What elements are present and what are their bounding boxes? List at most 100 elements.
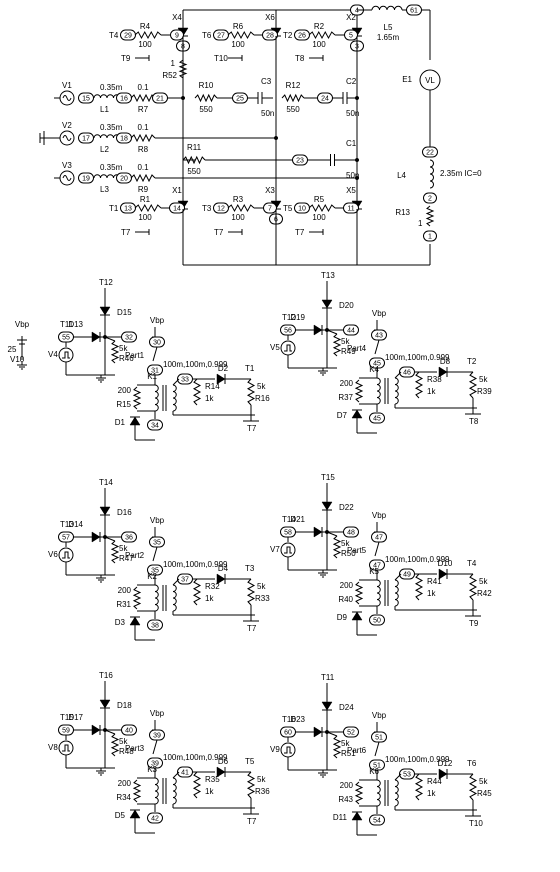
sine-icon: [62, 95, 72, 101]
gate-resistor: [227, 203, 255, 213]
diode-label: D21: [290, 515, 305, 524]
source-label: V2: [62, 121, 72, 130]
node-marker: [121, 724, 137, 736]
node-marker: [263, 202, 277, 214]
trigger-resistor: [332, 735, 342, 759]
trigger-in-label: T16: [282, 715, 296, 724]
resistor-value-label: 100: [231, 40, 245, 49]
resistor-value-label: 550: [187, 167, 201, 176]
l4-label: L4: [397, 171, 406, 180]
node-label: 49: [403, 572, 411, 579]
diode-label: D22: [339, 503, 354, 512]
resistor-name-label: R45: [477, 789, 492, 798]
node-marker: [147, 619, 163, 631]
node-label: 15: [82, 96, 90, 103]
source-label: V3: [62, 161, 72, 170]
node-label: 61: [410, 8, 418, 15]
resistor-value-label: 200: [118, 586, 132, 595]
trigger-b-label: T7: [247, 817, 257, 826]
junction-dot: [354, 175, 360, 181]
transformer-primary: [154, 777, 159, 805]
resistor-value-label: 0.1: [137, 163, 149, 172]
cap-name-label: C3: [261, 77, 272, 86]
source-resistor: [130, 173, 156, 183]
resistor-name-label: R9: [138, 185, 149, 194]
resistor-value-label: 5k: [257, 775, 266, 784]
transformer-primary: [376, 377, 381, 405]
vbp-label: Vbp: [372, 511, 387, 520]
pulse-source-icon: [280, 742, 296, 758]
diode-label: D18: [117, 701, 132, 710]
node-label: 9: [175, 33, 179, 40]
resistor-name-label: R5: [314, 195, 325, 204]
diode-label: D3: [115, 618, 126, 627]
node-marker: [343, 726, 359, 738]
node-marker: [177, 373, 193, 385]
node-label: 45: [373, 416, 381, 423]
resistor-name-label: R11: [187, 143, 202, 152]
transformer-label: K6: [369, 767, 379, 776]
gate-resistor: [134, 30, 162, 40]
transformer-secondary: [172, 384, 177, 412]
resistor-value-label: 5k: [479, 777, 488, 786]
trigger-resistor: [332, 333, 342, 357]
diode: [438, 366, 448, 378]
diode: [91, 331, 101, 343]
part-label: Part4: [347, 344, 367, 353]
inductor-name: L2: [100, 145, 109, 154]
gate-ref-label: T9: [121, 54, 131, 63]
node-label: 59: [62, 728, 70, 735]
pulse-source-label: V8: [48, 743, 58, 752]
load-resistor: [468, 371, 478, 399]
diode: [99, 306, 111, 316]
wire: [394, 573, 402, 581]
vbp-label: Vbp: [15, 320, 30, 329]
pulse-source-label: V5: [270, 343, 280, 352]
gate-resistor: [134, 203, 162, 213]
transformer-secondary: [172, 777, 177, 805]
wire: [152, 546, 158, 562]
node-label: 51: [375, 735, 383, 742]
wire: [104, 729, 116, 735]
trigger-a-label: T4: [467, 559, 477, 568]
trigger-out-label: T13: [321, 271, 335, 280]
cap-name-label: C2: [346, 77, 357, 86]
r13-label: R13: [395, 208, 410, 217]
resistor-name-label: R8: [138, 145, 149, 154]
diode-label: D9: [337, 613, 348, 622]
trigger-a-label: T5: [245, 757, 255, 766]
node-label: 33: [181, 377, 189, 384]
diode-label: D16: [117, 508, 132, 517]
resistor-name-label: R14: [205, 382, 220, 391]
secondary-resistor: [192, 771, 202, 799]
v10-label: V10: [10, 355, 25, 364]
node-label: 47: [375, 535, 383, 542]
transformer-primary: [154, 384, 159, 412]
node-label: 32: [125, 335, 133, 342]
resistor-value-label: 5k: [479, 577, 488, 586]
inductor-name: L1: [100, 105, 109, 114]
sine-icon: [62, 135, 72, 141]
pulse-source-icon: [58, 547, 74, 563]
trigger-in-label: T11: [60, 320, 74, 329]
diode-label: D15: [117, 308, 132, 317]
node-marker: [121, 531, 137, 543]
trigger-a-label: T2: [467, 357, 477, 366]
resistor-value-label: 0.1: [137, 123, 149, 132]
transformer-primary: [154, 584, 159, 612]
wire: [326, 531, 338, 537]
node-label: 31: [151, 368, 159, 375]
part-label: Part6: [347, 746, 367, 755]
resistor-value-label: 100: [312, 213, 326, 222]
node-label: 35: [153, 540, 161, 547]
resistor-name-label: R33: [255, 594, 270, 603]
diode: [438, 568, 448, 580]
node-marker: [423, 230, 437, 242]
part-label: Part5: [347, 546, 367, 555]
l4-inductor: [429, 159, 434, 189]
l4-value: 2.35m IC=0: [440, 169, 482, 178]
pulse-source-label: V6: [48, 550, 58, 559]
resistor-name-label: R16: [255, 394, 270, 403]
resistor-name-label: R38: [427, 375, 442, 384]
